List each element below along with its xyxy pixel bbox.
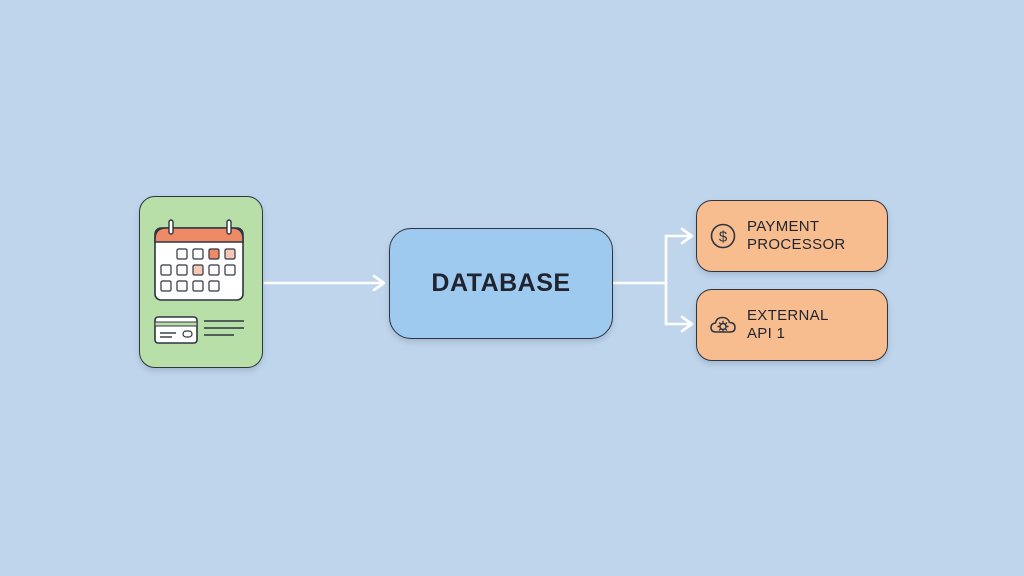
external-api-node[interactable]: EXTERNAL API 1 (696, 289, 888, 361)
svg-text:$: $ (719, 229, 728, 246)
cloud-gear-icon (710, 316, 736, 333)
payment-processor-label-line2: PROCESSOR (747, 236, 846, 253)
database-label: DATABASE (431, 269, 571, 297)
calendar-icon (154, 219, 245, 302)
arrowhead-database (372, 274, 386, 292)
payment-processor-label-line1: PAYMENT (747, 218, 820, 235)
credit-card-icon (154, 316, 245, 345)
external-api-label-line1: EXTERNAL (747, 307, 829, 324)
dollar-coin-icon: $ (710, 223, 736, 249)
external-api-label-line2: API 1 (747, 325, 786, 342)
database-node[interactable]: DATABASE (389, 228, 613, 339)
source-illustration (154, 219, 245, 345)
payment-processor-node[interactable]: $ PAYMENT PROCESSOR (696, 200, 888, 272)
arrowhead-payment (680, 227, 694, 245)
source-node[interactable] (139, 196, 263, 368)
arrowhead-api (680, 315, 694, 333)
